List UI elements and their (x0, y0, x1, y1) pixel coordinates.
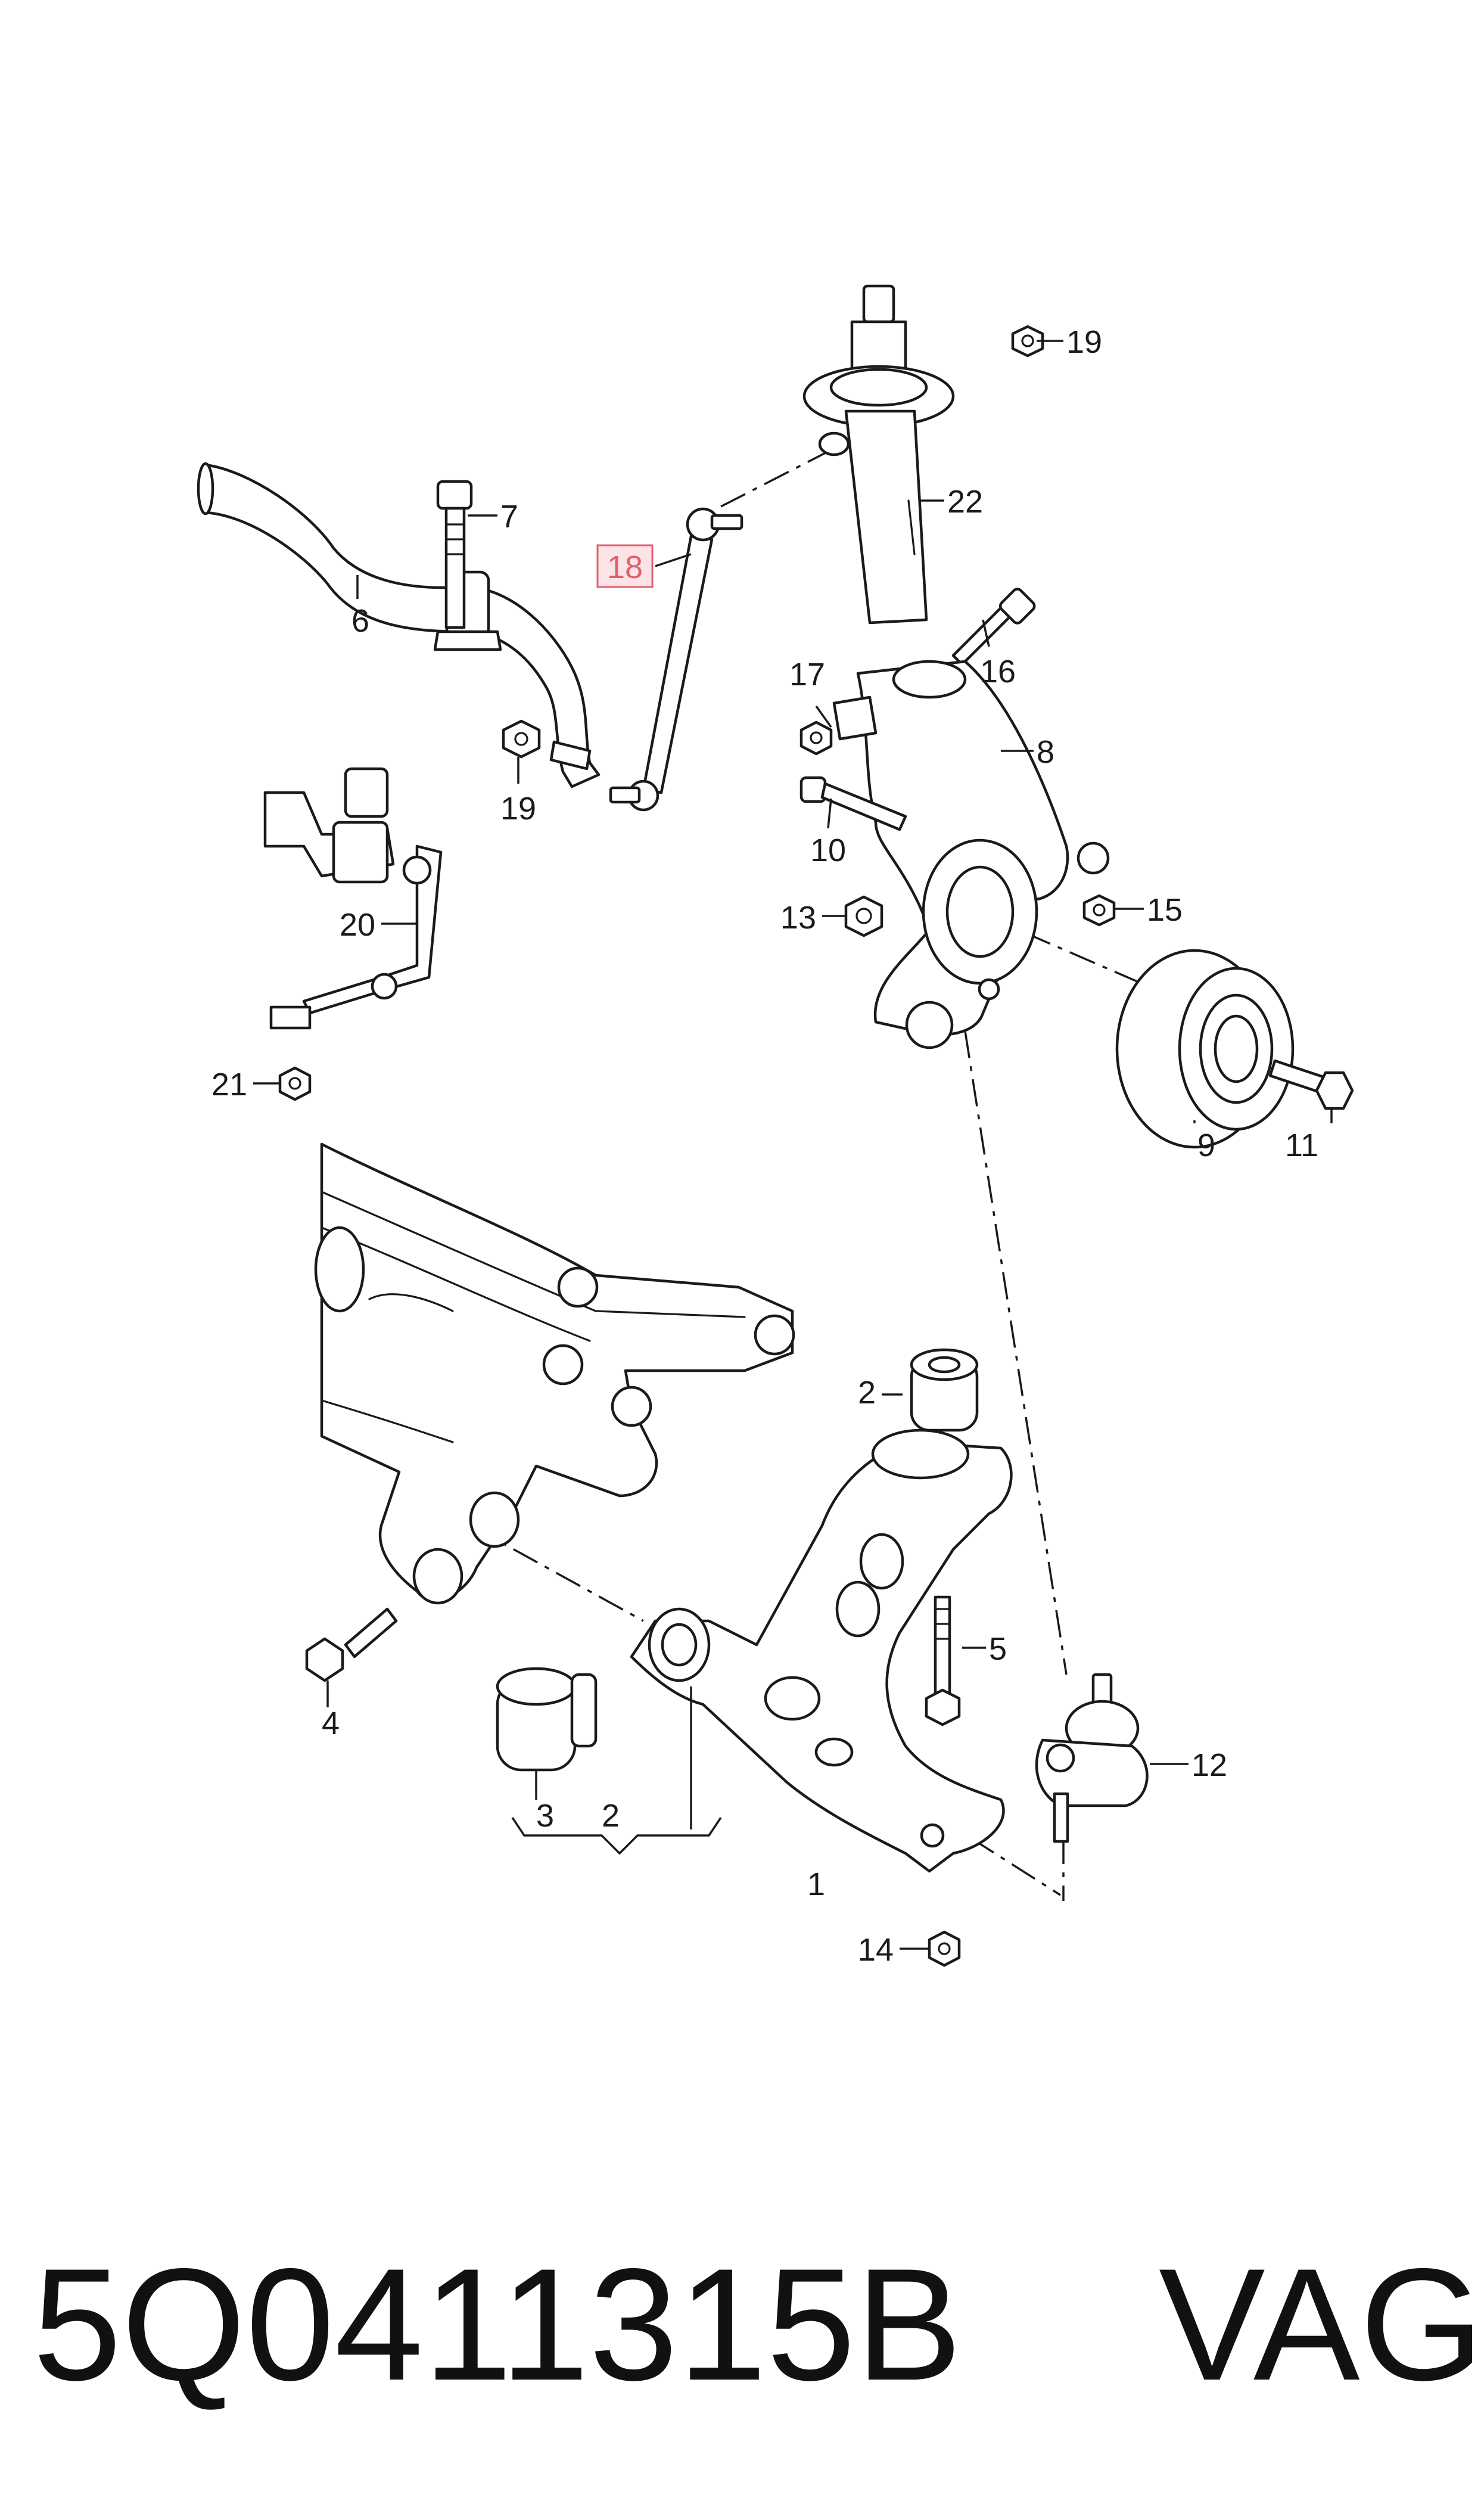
bushing-2-upper (910, 1348, 979, 1432)
callout-1: 1 (807, 1866, 825, 1902)
callout-20: 20 (340, 907, 375, 943)
nut-19-left (502, 719, 592, 771)
nut-21 (278, 1066, 312, 1101)
control-arm (630, 1428, 1013, 1873)
coupling-rod (609, 507, 743, 812)
wheel-hub (1115, 949, 1295, 1149)
brand-name: VAG (1159, 2235, 1484, 2414)
bolt-7 (436, 480, 473, 629)
level-sensor-bracket (263, 767, 443, 1030)
callout-22: 22 (947, 484, 983, 520)
nut-13 (844, 895, 883, 937)
stabilizer-bar (197, 462, 601, 788)
callout-3: 3 (536, 1798, 554, 1834)
nut-17 (799, 720, 833, 756)
callout-2-upper: 2 (858, 1375, 876, 1411)
wheel-bearing-housing (832, 660, 1110, 1049)
callout-17: 17 (789, 657, 825, 692)
bolt-4 (305, 1607, 398, 1682)
callout-18-highlight (596, 544, 654, 588)
callout-14: 14 (858, 1932, 894, 1968)
nut-15 (1082, 894, 1116, 927)
part-number: 5Q0411315B (33, 2235, 962, 2414)
callout-9: 9 (1197, 1128, 1215, 1163)
nut-19-top (1011, 325, 1044, 358)
bolt-11 (1268, 1059, 1354, 1110)
callout-13: 13 (780, 900, 816, 936)
callout-2-lower: 2 (602, 1798, 620, 1834)
callout-8: 8 (1037, 734, 1054, 770)
bolt-5 (925, 1595, 961, 1726)
bolt-10 (799, 776, 907, 831)
nut-14 (928, 1930, 961, 1967)
callout-19-top: 19 (1066, 324, 1102, 360)
callout-12: 12 (1191, 1747, 1227, 1783)
callout-18: 18 (607, 549, 643, 585)
part-caption: 5Q0411315B VAG (33, 2226, 1484, 2422)
callout-labels: 1 2 2 3 4 5 6 7 8 9 10 11 12 13 14 15 16… (211, 324, 1318, 1968)
subframe (314, 1142, 795, 1605)
suspension-strut (802, 284, 955, 625)
callout-19-left: 19 (500, 791, 536, 827)
callout-11: 11 (1285, 1128, 1318, 1163)
callout-16: 16 (980, 654, 1016, 689)
callout-10: 10 (810, 833, 846, 868)
callout-6: 6 (351, 603, 369, 639)
bushing-3 (496, 1667, 598, 1772)
callout-21: 21 (211, 1067, 247, 1102)
ball-joint (1035, 1673, 1149, 1843)
callout-5: 5 (989, 1631, 1007, 1667)
callout-15: 15 (1147, 892, 1183, 928)
callout-4: 4 (322, 1706, 340, 1741)
bolt-16 (951, 588, 1036, 666)
callout-7: 7 (500, 499, 518, 535)
suspension-drawing: 1 2 2 3 4 5 6 7 8 9 10 11 12 13 14 15 16… (197, 284, 1354, 1968)
leader-lines (253, 340, 1333, 1950)
